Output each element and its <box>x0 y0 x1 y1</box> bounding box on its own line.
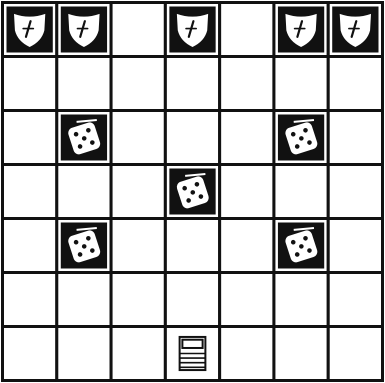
cannon-piece[interactable] <box>180 337 206 370</box>
board-cell[interactable] <box>220 219 274 273</box>
shield-piece[interactable] <box>61 7 107 53</box>
board-cell[interactable] <box>3 327 57 381</box>
board-cell[interactable] <box>111 165 165 219</box>
board-cell[interactable] <box>111 327 165 381</box>
board-cell[interactable] <box>111 111 165 165</box>
die-piece[interactable] <box>169 169 215 215</box>
die-piece[interactable] <box>278 223 324 269</box>
board-cell[interactable] <box>57 273 111 327</box>
board-cell[interactable] <box>274 165 328 219</box>
board-cell[interactable] <box>274 327 328 381</box>
board-cell[interactable] <box>111 57 165 111</box>
board-cell[interactable] <box>328 327 382 381</box>
board-cell[interactable] <box>220 57 274 111</box>
board-cell[interactable] <box>111 219 165 273</box>
board-cell[interactable] <box>3 111 57 165</box>
board-cell[interactable] <box>274 273 328 327</box>
board-cell[interactable] <box>328 165 382 219</box>
shield-piece[interactable] <box>169 7 215 53</box>
board-cell[interactable] <box>220 327 274 381</box>
die-piece[interactable] <box>61 115 107 161</box>
board-cell[interactable] <box>3 219 57 273</box>
shield-piece[interactable] <box>7 7 53 53</box>
board-cell[interactable] <box>165 219 219 273</box>
board-cell[interactable] <box>57 165 111 219</box>
shield-piece[interactable] <box>278 7 324 53</box>
board-cell[interactable] <box>3 57 57 111</box>
board-cell[interactable] <box>328 111 382 165</box>
board-cell[interactable] <box>220 3 274 57</box>
die-piece[interactable] <box>61 223 107 269</box>
board-cell[interactable] <box>57 327 111 381</box>
board-cell[interactable] <box>165 57 219 111</box>
board-cell[interactable] <box>165 273 219 327</box>
board-cell[interactable] <box>3 165 57 219</box>
board-cell[interactable] <box>57 57 111 111</box>
board-cell[interactable] <box>220 273 274 327</box>
board-cell[interactable] <box>165 111 219 165</box>
board-cell[interactable] <box>274 57 328 111</box>
board-cell[interactable] <box>3 273 57 327</box>
board-cell[interactable] <box>328 219 382 273</box>
board-cell[interactable] <box>111 3 165 57</box>
board-cell[interactable] <box>111 273 165 327</box>
board-cell[interactable] <box>220 111 274 165</box>
board-cell[interactable] <box>328 273 382 327</box>
cannon-icon <box>180 337 206 370</box>
board-cell[interactable] <box>328 57 382 111</box>
die-piece[interactable] <box>278 115 324 161</box>
board-cell[interactable] <box>220 165 274 219</box>
shield-piece[interactable] <box>332 7 378 53</box>
